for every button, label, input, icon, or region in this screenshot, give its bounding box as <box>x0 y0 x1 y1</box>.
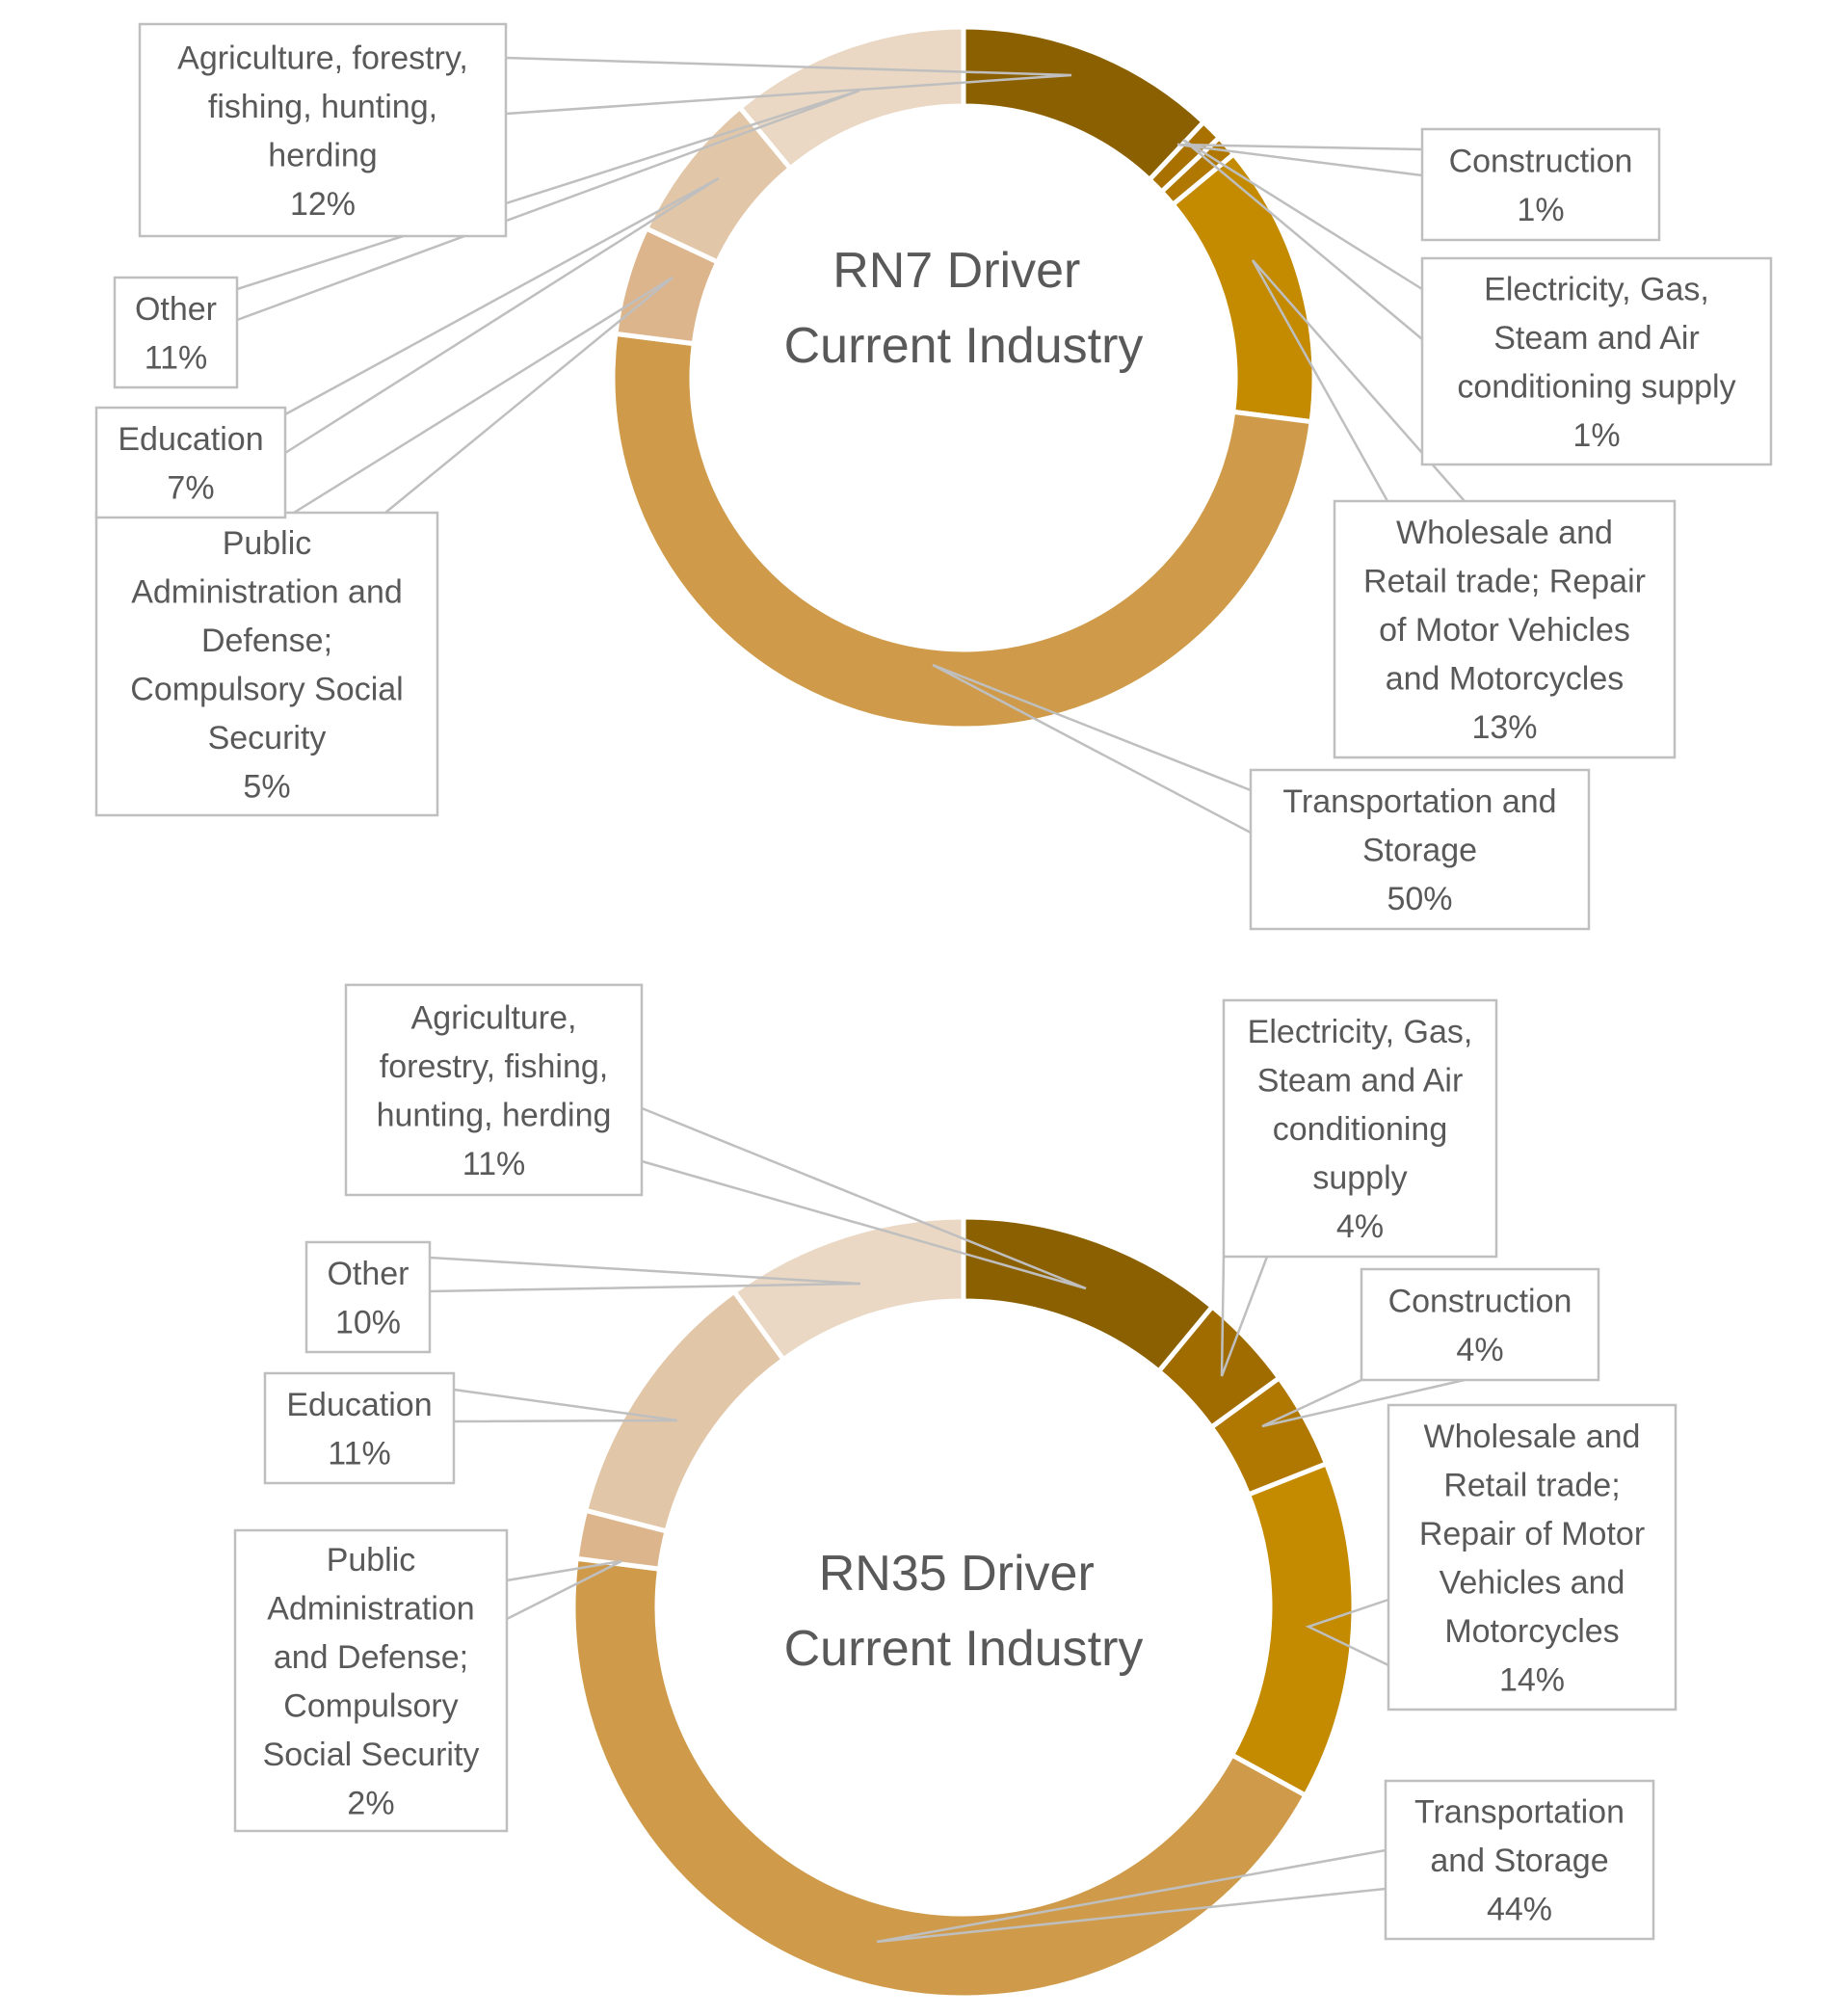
rn7-label-box-agriculture-forestry-fishing-hunting-herding <box>138 22 508 238</box>
rn35-slice-wholesale-and-retail-trade-repair-of-motor-vehicles-and-motorcycles <box>1229 1460 1357 1799</box>
rn7-leader-lines <box>236 56 1466 835</box>
rn7-title-line-1: RN7 Driver <box>832 243 1080 299</box>
rn35-label-box-other <box>304 1240 432 1354</box>
rn7-label-box-wholesale-and-retail-trade-repair-of-motor-vehicles-and-motorcycles <box>1333 499 1677 759</box>
rn7-label-box-education <box>94 406 287 519</box>
rn7-label-box-public-administration-and-defense-compulsory-social-security <box>94 511 439 817</box>
rn35-ring <box>570 1214 1357 2001</box>
rn7-slice-transportation-and-storage <box>610 331 1314 731</box>
rn35-label-box-wholesale-and-retail-trade-repair-of-motor-vehicles-and-motorcycles <box>1387 1403 1678 1711</box>
rn7-leader-public-administration-and-defense-compulsory-social-security <box>293 276 674 515</box>
rn35-title-line-2: Current Industry <box>784 1621 1144 1677</box>
rn35-data-labels: Agriculture,forestry, fishing,hunting, h… <box>233 983 1678 1941</box>
rn35-leader-construction <box>1261 1378 1466 1428</box>
rn7-leader-electricity-gas-steam-and-air-conditioning-supply <box>1182 138 1423 340</box>
rn7-leader-wholesale-and-retail-trade-repair-of-motor-vehicles-and-motorcycles <box>1251 259 1466 502</box>
rn7-slice-wholesale-and-retail-trade-repair-of-motor-vehicles-and-motorcycles <box>1169 150 1317 425</box>
rn35-leader-education <box>453 1388 678 1423</box>
rn35-label-box-public-administration-and-defense-compulsory-social-security <box>233 1528 509 1833</box>
rn35-leader-transportation-and-storage <box>876 1848 1387 1944</box>
rn7-leader-education <box>284 176 720 455</box>
rn35-title-line-1: RN35 Driver <box>819 1546 1095 1602</box>
rn7-chart-title: RN7 Driver Current Industry <box>784 243 1144 374</box>
rn35-leader-lines <box>429 1106 1466 1944</box>
rn35-leader-other <box>429 1256 861 1293</box>
rn35-leader-agriculture-forestry-fishing-hunting-herding <box>641 1106 1087 1290</box>
rn7-slice-other <box>736 24 966 172</box>
rn7-ring <box>610 24 1317 731</box>
rn35-leader-wholesale-and-retail-trade-repair-of-motor-vehicles-and-motorcycles <box>1305 1598 1389 1667</box>
rn7-label-box-construction <box>1420 127 1661 242</box>
rn35-chart-title: RN35 Driver Current Industry <box>784 1546 1144 1677</box>
rn35-slice-transportation-and-storage <box>570 1555 1309 2001</box>
rn7-leader-transportation-and-storage <box>932 663 1252 835</box>
rn7-label-box-other <box>113 276 239 389</box>
rn35-label-agriculture-forestry-fishing-hunting-herding: Agriculture,forestry, fishing,hunting, h… <box>377 999 612 1182</box>
rn7-data-labels: Agriculture, forestry,fishing, hunting,h… <box>94 22 1773 931</box>
rn7-leader-construction <box>1176 143 1423 177</box>
rn35-label-box-education <box>263 1371 456 1485</box>
rn35-leader-electricity-gas-steam-and-air-conditioning-supply <box>1220 1256 1269 1377</box>
rn7-slice-agriculture-forestry-fishing-hunting-herding <box>961 24 1207 183</box>
rn35-label-box-construction <box>1360 1267 1600 1382</box>
rn35-donut-chart: Agriculture,forestry, fishing,hunting, h… <box>233 983 1678 2001</box>
rn35-leader-public-administration-and-defense-compulsory-social-security <box>506 1559 622 1621</box>
rn7-label-box-transportation-and-storage <box>1249 768 1591 931</box>
rn7-donut-chart: Agriculture, forestry,fishing, hunting,h… <box>94 22 1773 931</box>
rn7-leader-agriculture-forestry-fishing-hunting-herding <box>505 56 1072 116</box>
rn35-label-box-transportation-and-storage <box>1384 1779 1655 1941</box>
rn7-title-line-2: Current Industry <box>784 318 1144 374</box>
rn35-label-box-electricity-gas-steam-and-air-conditioning-supply <box>1222 998 1498 1259</box>
rn35-slice-other <box>730 1214 966 1364</box>
rn7-label-box-electricity-gas-steam-and-air-conditioning-supply <box>1420 256 1773 466</box>
rn35-label-box-agriculture-forestry-fishing-hunting-herding <box>344 983 644 1197</box>
rn7-label-agriculture-forestry-fishing-hunting-herding: Agriculture, forestry,fishing, hunting,h… <box>177 40 468 223</box>
